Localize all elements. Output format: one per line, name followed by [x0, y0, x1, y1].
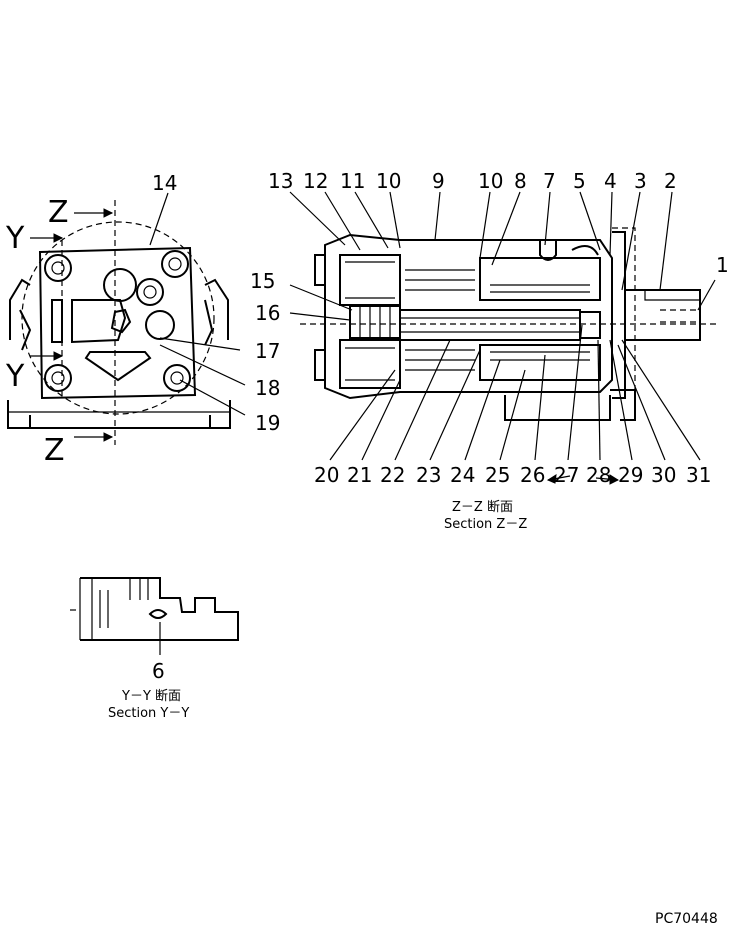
callout-27: 27 — [554, 463, 579, 487]
callout-30: 30 — [651, 463, 676, 487]
callout-10-top-left: 10 — [376, 169, 401, 193]
caption-zz-en: Section Z－Z — [444, 517, 527, 532]
callout-21: 21 — [347, 463, 372, 487]
drawing-code: PC70448 — [655, 911, 718, 927]
callout-4: 4 — [604, 169, 617, 193]
section-marker-z-top: Z — [48, 195, 69, 230]
callout-12: 12 — [303, 169, 328, 193]
callout-10-top-right: 10 — [478, 169, 503, 193]
callout-7: 7 — [543, 169, 556, 193]
section-zz-drawing — [289, 191, 720, 485]
callout-17: 17 — [255, 339, 280, 363]
callout-5: 5 — [573, 169, 586, 193]
callout-16: 16 — [255, 301, 280, 325]
callout-8: 8 — [514, 169, 527, 193]
callout-25: 25 — [485, 463, 510, 487]
section-marker-y-bottom: Y — [5, 359, 25, 394]
callout-2: 2 — [664, 169, 677, 193]
callout-11: 11 — [340, 169, 365, 193]
callout-3: 3 — [634, 169, 647, 193]
caption-yy-jp: Y－Y 断面 — [121, 689, 181, 704]
callout-29: 29 — [618, 463, 643, 487]
caption-zz-jp: Z－Z 断面 — [452, 500, 513, 515]
callout-9: 9 — [432, 169, 445, 193]
callout-14: 14 — [152, 171, 177, 195]
callout-28: 28 — [586, 463, 611, 487]
callout-19: 19 — [255, 411, 280, 435]
callout-6: 6 — [152, 659, 165, 683]
callout-24: 24 — [450, 463, 475, 487]
callout-20: 20 — [314, 463, 339, 487]
end-view — [7, 192, 246, 445]
callout-13: 13 — [268, 169, 293, 193]
callout-22: 22 — [380, 463, 405, 487]
callout-31: 31 — [686, 463, 711, 487]
section-yy-drawing — [70, 577, 239, 655]
caption-yy-en: Section Y－Y — [108, 706, 189, 721]
callout-15: 15 — [250, 269, 275, 293]
callout-1: 1 — [716, 253, 729, 277]
callout-18: 18 — [255, 376, 280, 400]
callout-26: 26 — [520, 463, 545, 487]
callout-23: 23 — [416, 463, 441, 487]
section-marker-z-bottom: Z — [44, 433, 65, 468]
section-marker-y-top: Y — [5, 221, 25, 256]
